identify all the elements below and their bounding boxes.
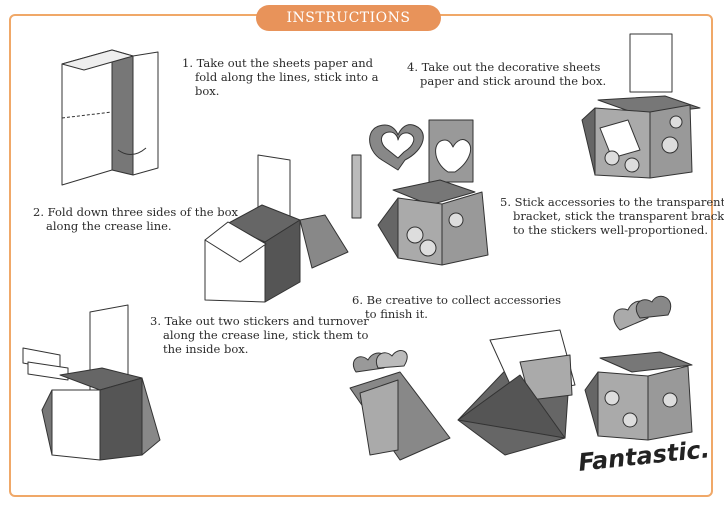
step-3-line-1: 3. Take out two stickers and turnover xyxy=(150,314,369,328)
step-4-line-2: paper and stick around the box. xyxy=(420,74,607,88)
step1-folded-sheet-illustration xyxy=(61,49,159,186)
step-1-line-2: fold along the lines, stick into a xyxy=(195,70,379,84)
step3-box-stickers-illustration xyxy=(22,304,161,461)
step-4-line-1: 4. Take out the decorative sheets xyxy=(407,60,601,74)
step6-envelope-illustration xyxy=(457,329,576,456)
step2-box-illustration xyxy=(204,154,349,303)
step-1-line-3: box. xyxy=(195,84,220,98)
step-3-line-3: the inside box. xyxy=(163,342,249,356)
step-2-text: 2. Fold down three sides of the box alon… xyxy=(33,205,238,233)
step-1-text: 1. Take out the sheets paper and fold al… xyxy=(182,56,378,98)
step-5-line-3: to the stickers well-proportioned. xyxy=(513,223,709,237)
instructions-title: INSTRUCTIONS xyxy=(256,5,441,31)
step-3-line-2: along the crease line, stick them to xyxy=(163,328,369,342)
step-1-line-1: 1. Take out the sheets paper and xyxy=(182,56,374,70)
step4-decorated-box-illustration xyxy=(581,33,701,179)
step-2-line-2: along the crease line. xyxy=(46,219,172,233)
step-6-line-1: 6. Be creative to collect accessories xyxy=(352,293,561,307)
step-5-line-2: bracket, stick the transparent bracket xyxy=(513,209,724,223)
step-2-line-1: 2. Fold down three sides of the box xyxy=(33,205,238,219)
step6-card-illustration xyxy=(349,350,451,461)
step-6-line-2: to finish it. xyxy=(365,307,428,321)
step6-final-box-illustration xyxy=(584,295,693,441)
step-3-text: 3. Take out two stickers and turnover al… xyxy=(150,314,369,356)
step-5-line-1: 5. Stick accessories to the transparent xyxy=(500,195,724,209)
step-6-text: 6. Be creative to collect accessories to… xyxy=(352,293,561,321)
step-4-text: 4. Take out the decorative sheets paper … xyxy=(407,60,606,88)
step-5-text: 5. Stick accessories to the transparent … xyxy=(500,195,724,237)
step5-hearts-box-illustration xyxy=(351,119,489,266)
